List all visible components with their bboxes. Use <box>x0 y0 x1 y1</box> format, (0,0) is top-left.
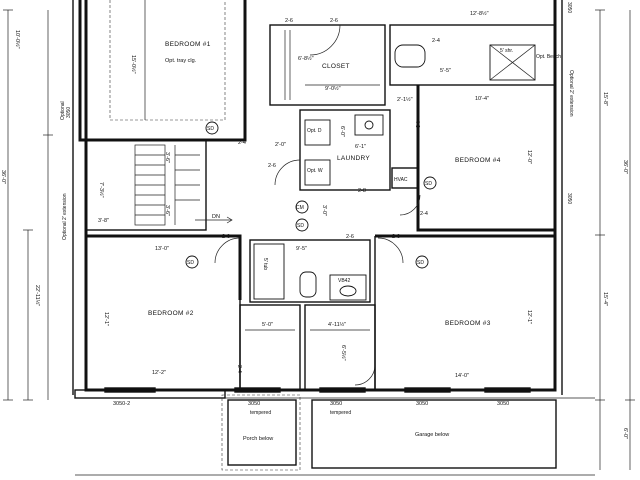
sd-2: SD <box>425 181 432 187</box>
closet-depth-dim: 6'-8½" <box>298 55 314 62</box>
below-areas: Porch below Garage below <box>221 394 557 471</box>
bedroom2-label: BEDROOM #2 <box>148 310 194 317</box>
hvac-label: HVAC <box>394 177 408 183</box>
closet3-width-dim: 4'-11½" <box>328 321 346 328</box>
laundry-label: LAUNDRY <box>337 155 370 162</box>
bed2-window-dim: 12'-2" <box>152 370 166 376</box>
exterior-walls <box>72 0 563 399</box>
opt-w-label: Opt. W <box>307 168 323 174</box>
door-2-1: 2'-1½" <box>397 96 413 103</box>
right-ext-note: Optional 2' extension <box>568 70 574 117</box>
door-2-6-d: 2-6 <box>346 234 354 240</box>
bed2-width-dim: 13'-0" <box>155 246 169 252</box>
door-2-4-a: 2-4 <box>432 38 440 44</box>
bedroom-2: BEDROOM #2 13'-0" 12'-1" 12'-2" 22'-11½"… <box>34 234 242 390</box>
master-bath: 5' shr. Opt. Bench 12'-8½" 5'-5" 2-4 305… <box>389 2 572 86</box>
bath-top-width-dim: 12'-8½" <box>470 10 489 17</box>
stair-width-dim: 3'-6" <box>164 152 170 163</box>
bedroom-1: BEDROOM #1 Opt. tray clg. 15'-0½" 10'-0½… <box>14 0 247 142</box>
bedroom1-label: BEDROOM #1 <box>165 41 211 48</box>
door-2-8: 2-8 <box>358 188 366 194</box>
right-dims: 15'-8" 36'-0" 15'-4" 6'-0" Optional 2' e… <box>566 70 628 439</box>
stair-landing-dim: 3'-8" <box>98 218 109 224</box>
laundry-depth-dim: 6'-0" <box>339 126 345 137</box>
shower-bench-label: Opt. Bench <box>536 54 561 60</box>
right-bottom-dim: 6'-0" <box>622 428 628 439</box>
cm-label: CM <box>296 205 304 211</box>
garage-label: Garage below <box>415 432 449 438</box>
hall-bath: 5' tub VB42 9'-5" <box>249 239 371 303</box>
windows-row: 3050-2 3050 tempered 3050 tempered 3050 … <box>104 387 531 416</box>
door-2-4-b: 2-4 <box>238 140 246 146</box>
left-window-label: 3050 <box>66 107 72 118</box>
closets-lower: 5'-0" 2-4 4'-11½" 6'-5½" <box>236 304 376 391</box>
door-3-0: 3'-0" <box>321 205 327 216</box>
door-2-6-b: 2-6 <box>268 163 276 169</box>
window-garage-a-note: tempered <box>330 410 351 416</box>
window-garage-a: 3050 <box>330 401 342 407</box>
sd-1: SD <box>207 126 214 132</box>
bedroom-3: BEDROOM #3 14'-0" 12'-1" 2-6 SD <box>285 18 555 390</box>
bedroom3-label: BEDROOM #3 <box>445 320 491 327</box>
left-total-dim: 36'-0" <box>0 170 6 184</box>
laundry: Opt. D Opt. W LAUNDRY 6'-1" 6'-0" 2'-0" … <box>238 109 419 194</box>
dn-label: DN <box>212 214 220 220</box>
right-window-label: 3050 <box>566 193 572 204</box>
sd-3: SD <box>297 223 304 229</box>
closet2-width-dim: 5'-0" <box>262 322 273 328</box>
walk-in-closet: CLOSET 6'-8½" 9'-0½" 2-6 <box>269 18 386 106</box>
bedroom1-note: Opt. tray clg. <box>165 58 197 64</box>
left-ext-note: Optional 2' extension <box>62 193 68 240</box>
left-mid-dim: 22'-11½" <box>34 285 41 306</box>
closet-width-dim: 9'-0½" <box>325 85 341 92</box>
sd-4: SD <box>187 260 194 266</box>
left-ext-top-note: Optional <box>60 101 66 120</box>
left-top-dim: 10'-0½" <box>14 30 21 49</box>
bedroom-4: BEDROOM #4 10'-4" 12'-0" 4-0 2'-1½" SD <box>397 85 555 232</box>
hall: CM SD 3'-0" 2-6 2-6 2-6 2-4 <box>222 194 428 240</box>
tub-label: 5' tub <box>262 258 268 270</box>
right-mid-dim: 15'-4" <box>602 292 608 306</box>
bed1-depth-dim: 15'-0½" <box>130 55 137 74</box>
door-2-6-f: 2-6 <box>285 18 293 24</box>
bath-wall-dim: 5'-5" <box>440 68 451 74</box>
sd-5: SD <box>417 260 424 266</box>
window-porch-note: tempered <box>250 410 271 416</box>
bed3-width-dim: 14'-0" <box>455 373 469 379</box>
stair-depth-dim: 7'-3½" <box>98 182 105 198</box>
bath2-width-dim: 9'-5" <box>296 246 307 252</box>
opt-d-label: Opt. D <box>307 128 322 134</box>
door-4-0: 4-0 <box>414 120 420 128</box>
dimension-lines <box>3 9 635 476</box>
window-garage-b: 3050 <box>416 401 428 407</box>
vanity-label: VB42 <box>338 278 350 284</box>
bed2-depth-dim: 12'-1" <box>103 312 109 326</box>
bed4-depth-dim: 12'-0" <box>526 150 532 164</box>
window-porch: 3050 <box>248 401 260 407</box>
bed4-width-dim: 10'-4" <box>475 96 489 102</box>
door-2-4-c: 2-4 <box>420 211 428 217</box>
right-top-window: 3050 <box>566 2 572 13</box>
right-total-dim: 36'-0" <box>622 160 628 174</box>
stairs: DN 3'-6" 3'-6" 7'-3½" 3'-8" Optional 2' … <box>0 139 233 240</box>
bed3-depth-dim: 12'-1" <box>526 310 532 324</box>
porch-label: Porch below <box>243 436 273 442</box>
bedroom4-label: BEDROOM #4 <box>455 157 501 164</box>
door-2-4-d: 2-4 <box>236 365 242 373</box>
closet3-depth-dim: 6'-5½" <box>340 345 347 361</box>
window-bed2: 3050-2 <box>113 401 130 407</box>
door-2-6-a: 2-6 <box>330 18 338 24</box>
hall-a-dim: 3'-6" <box>164 205 170 216</box>
closet-label: CLOSET <box>322 63 350 70</box>
laundry-width-dim: 6'-1" <box>355 144 366 150</box>
window-garage-c: 3050 <box>497 401 509 407</box>
shower-label: 5' shr. <box>500 48 513 54</box>
right-top-dim: 15'-8" <box>602 92 608 106</box>
door-2-0: 2'-0" <box>275 142 286 148</box>
